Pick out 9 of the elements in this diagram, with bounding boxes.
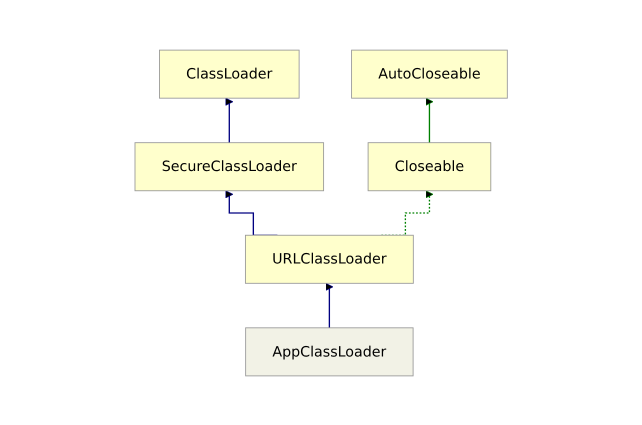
node-box: ClassLoader xyxy=(158,49,300,98)
node-box: AppClassLoader xyxy=(245,326,414,376)
node-box: Closeable xyxy=(368,142,492,191)
arrow xyxy=(225,97,234,143)
node-box: URLClassLoader xyxy=(244,234,414,284)
node-box: SecureClassLoader xyxy=(134,142,324,191)
arrow xyxy=(325,282,334,328)
node-box: AutoCloseable xyxy=(350,49,508,98)
arrow xyxy=(425,97,434,143)
